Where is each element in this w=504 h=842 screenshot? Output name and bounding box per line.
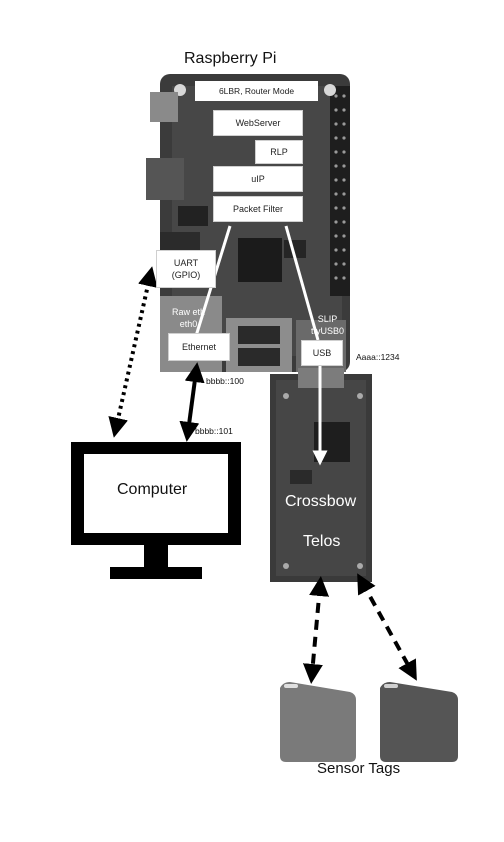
telos-label-crossbow: Crossbow [285, 493, 357, 510]
usb-box: USB [301, 340, 343, 366]
sensor-tag-icon [380, 682, 458, 762]
mode-box: 6LBR, Router Mode [195, 81, 318, 101]
telos-tag-arrow-right [357, 573, 417, 681]
raw-eth-label: Raw eth eth0 [172, 307, 206, 329]
uart-box: UART (GPIO) [156, 250, 216, 288]
telos-label-telos: Telos [303, 533, 341, 550]
address-bbbb-101: bbbb::101 [195, 426, 233, 436]
uip-box: uIP [213, 166, 303, 192]
raspberry-pi-title: Raspberry Pi [184, 50, 277, 67]
webserver-box: WebServer [213, 110, 303, 136]
rlp-box: RLP [255, 140, 303, 164]
computer-label: Computer [117, 481, 188, 498]
address-aaaa: Aaaa::1234 [356, 352, 400, 362]
address-bbbb-100: bbbb::100 [206, 376, 244, 386]
computer-monitor-icon [71, 442, 241, 579]
ethernet-computer-arrow [179, 362, 205, 442]
uart-computer-arrow [108, 266, 158, 438]
slip-label: SLIP ttyUSB0 [311, 314, 345, 336]
sensor-tags-label: Sensor Tags [317, 760, 401, 777]
sensor-tag-icon [280, 682, 356, 762]
ethernet-box: Ethernet [168, 333, 230, 361]
telos-tag-arrow-left [302, 576, 330, 684]
packet-filter-box: Packet Filter [213, 196, 303, 222]
